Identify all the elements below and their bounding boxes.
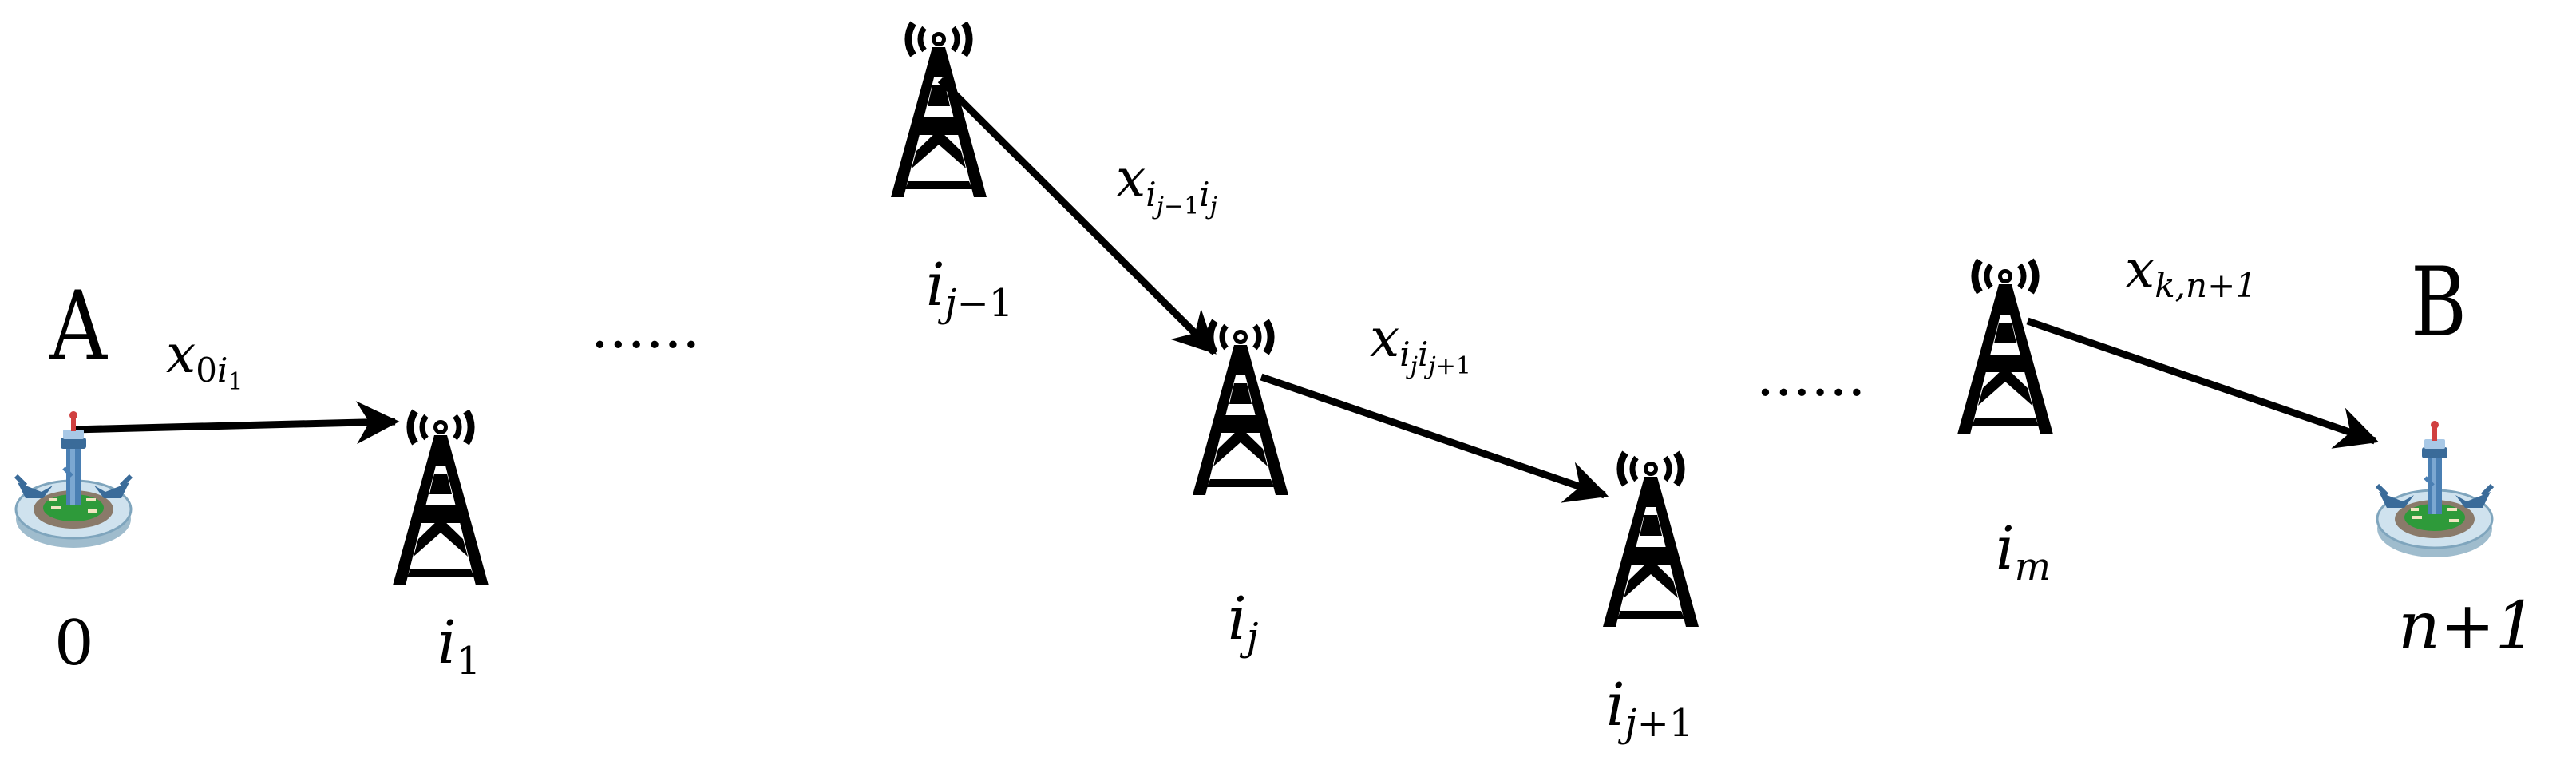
edge-im-n1 [2026, 317, 2380, 449]
radio-tower-icon [1603, 453, 1699, 627]
edge-label-xijij1: xijij+1 [1370, 307, 1471, 380]
airport-tower-icon [2377, 421, 2492, 557]
ellipsis-right: ...... [1756, 342, 1866, 409]
edge-label-xkn1: xk,n+1 [2125, 239, 2257, 305]
edge-0-i1 [71, 401, 400, 445]
node-label-i1: i1 [437, 608, 481, 684]
ellipsis-left: ...... [591, 294, 700, 361]
endpoint-label-a: A [49, 272, 108, 382]
node-index-0: 0 [54, 608, 94, 680]
node-label-ij1: ij+1 [1606, 671, 1693, 746]
node-label-im: im [1996, 514, 2051, 589]
radio-tower-icon [393, 411, 489, 585]
edge-label-x0i1: x0i1 [166, 323, 243, 396]
edge-ij-1-ij [937, 77, 1217, 355]
node-label-ij-1: ij−1 [926, 251, 1013, 326]
radio-tower-icon [1957, 260, 2053, 434]
endpoint-label-b: B [2411, 248, 2467, 359]
edge-ij-ij1 [1260, 373, 1609, 503]
node-label-ij: ij [1228, 585, 1259, 660]
edge-label-xij-1ij: xij−1ij [1116, 148, 1217, 220]
node-index-n1: n+1 [2398, 589, 2537, 664]
